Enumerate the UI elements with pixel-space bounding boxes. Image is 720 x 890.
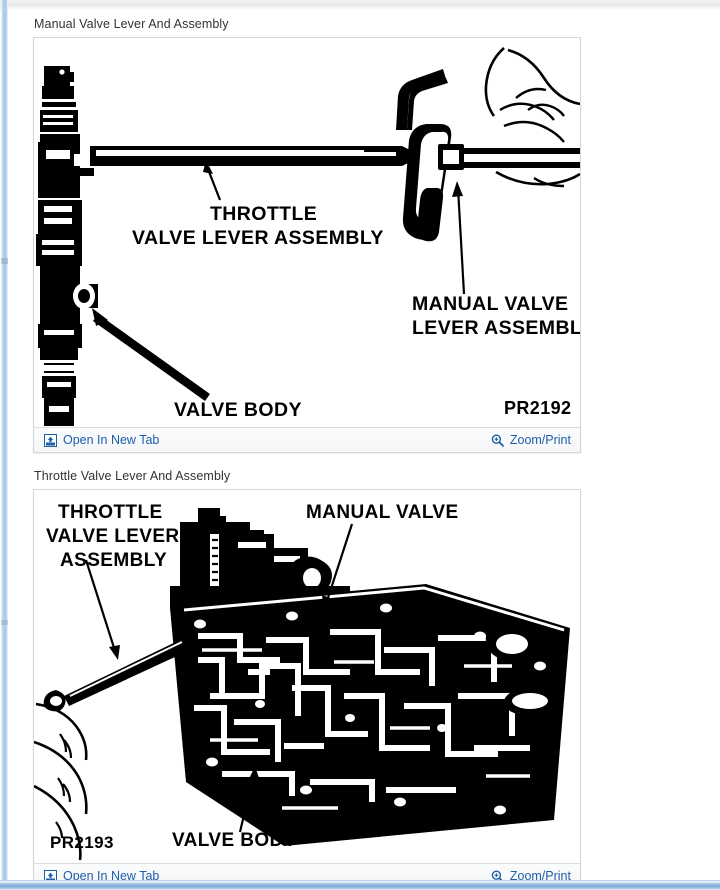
left-scroll-rail[interactable] <box>1 0 8 890</box>
figure-1-label-throttle-line2: VALVE LEVER ASSEMBLY <box>132 227 384 249</box>
figure-1-open-in-new-tab-label: Open In New Tab <box>63 432 160 447</box>
leader-valve-body <box>92 308 210 401</box>
leader-manual-valve <box>452 181 466 295</box>
figure-1-label-throttle-line1: THROTTLE <box>210 203 317 225</box>
throttle-lever-shaft <box>90 146 412 166</box>
figure-1-label-manual-line2: LEVER ASSEMBLY <box>412 317 580 339</box>
figure-2-label-throttle-line2: VALVE LEVER <box>46 526 180 547</box>
figure-1-number: PR2192 <box>504 398 571 418</box>
open-in-new-tab-icon <box>44 869 57 883</box>
figure-2-label-manual-valve: MANUAL VALVE <box>306 502 459 523</box>
left-rail-marker-1 <box>1 258 8 264</box>
bottom-scroll-bar[interactable] <box>0 880 720 890</box>
figure-2-lineart: THROTTLE VALVE LEVER ASSEMBLY MANUAL VAL… <box>34 490 580 863</box>
figure-1-open-in-new-tab-button[interactable]: Open In New Tab <box>44 432 160 447</box>
figure-block-1: Manual Valve Lever And Assembly <box>33 17 581 453</box>
figure-2-open-in-new-tab-label: Open In New Tab <box>63 868 160 883</box>
figure-2-open-in-new-tab-button[interactable]: Open In New Tab <box>44 868 160 883</box>
open-in-new-tab-icon <box>44 433 57 447</box>
figure-2-label-throttle-line3: ASSEMBLY <box>60 550 167 571</box>
figure-2-label-valve-body: VALVE BODY <box>172 830 297 851</box>
figure-1-caption: Manual Valve Lever And Assembly <box>34 17 229 31</box>
figure-1-lineart: THROTTLE VALVE LEVER ASSEMBLY MANUAL VAL… <box>34 38 580 427</box>
figure-2-card: THROTTLE VALVE LEVER ASSEMBLY MANUAL VAL… <box>33 489 581 889</box>
leader-manual-valve-2 <box>322 523 354 611</box>
figure-1-toolbar: Open In New Tab Zoom/Print <box>34 427 580 452</box>
figure-2-zoom-print-label: Zoom/Print <box>509 868 571 883</box>
manual-valve-lever-and-hand <box>396 47 580 242</box>
leader-throttle-2 <box>84 559 120 660</box>
figure-2-caption: Throttle Valve Lever And Assembly <box>34 469 231 483</box>
figure-2-number: PR2193 <box>50 833 114 852</box>
figure-1-illustration[interactable]: THROTTLE VALVE LEVER ASSEMBLY MANUAL VAL… <box>34 38 580 427</box>
hand-outline <box>34 702 88 861</box>
figure-2-label-throttle-line1: THROTTLE <box>58 502 163 523</box>
figure-block-2: Throttle Valve Lever And Assembly <box>33 469 581 889</box>
left-rail-marker-2 <box>1 620 8 625</box>
figure-1-label-manual-line1: MANUAL VALVE <box>412 293 568 315</box>
leader-throttle <box>203 160 222 201</box>
figure-1-zoom-print-button[interactable]: Zoom/Print <box>491 434 571 447</box>
leader-valve-body-2 <box>238 766 260 833</box>
document-content: Manual Valve Lever And Assembly <box>8 9 720 889</box>
magnifier-plus-icon <box>491 433 504 447</box>
valve-body-slab <box>170 584 570 846</box>
figure-2-illustration[interactable]: THROTTLE VALVE LEVER ASSEMBLY MANUAL VAL… <box>34 490 580 863</box>
valve-body-left-drawing <box>36 66 98 426</box>
figure-1-zoom-print-label: Zoom/Print <box>509 432 571 447</box>
figure-1-card: THROTTLE VALVE LEVER ASSEMBLY MANUAL VAL… <box>33 37 581 453</box>
figure-1-label-valve-body: VALVE BODY <box>174 399 302 421</box>
